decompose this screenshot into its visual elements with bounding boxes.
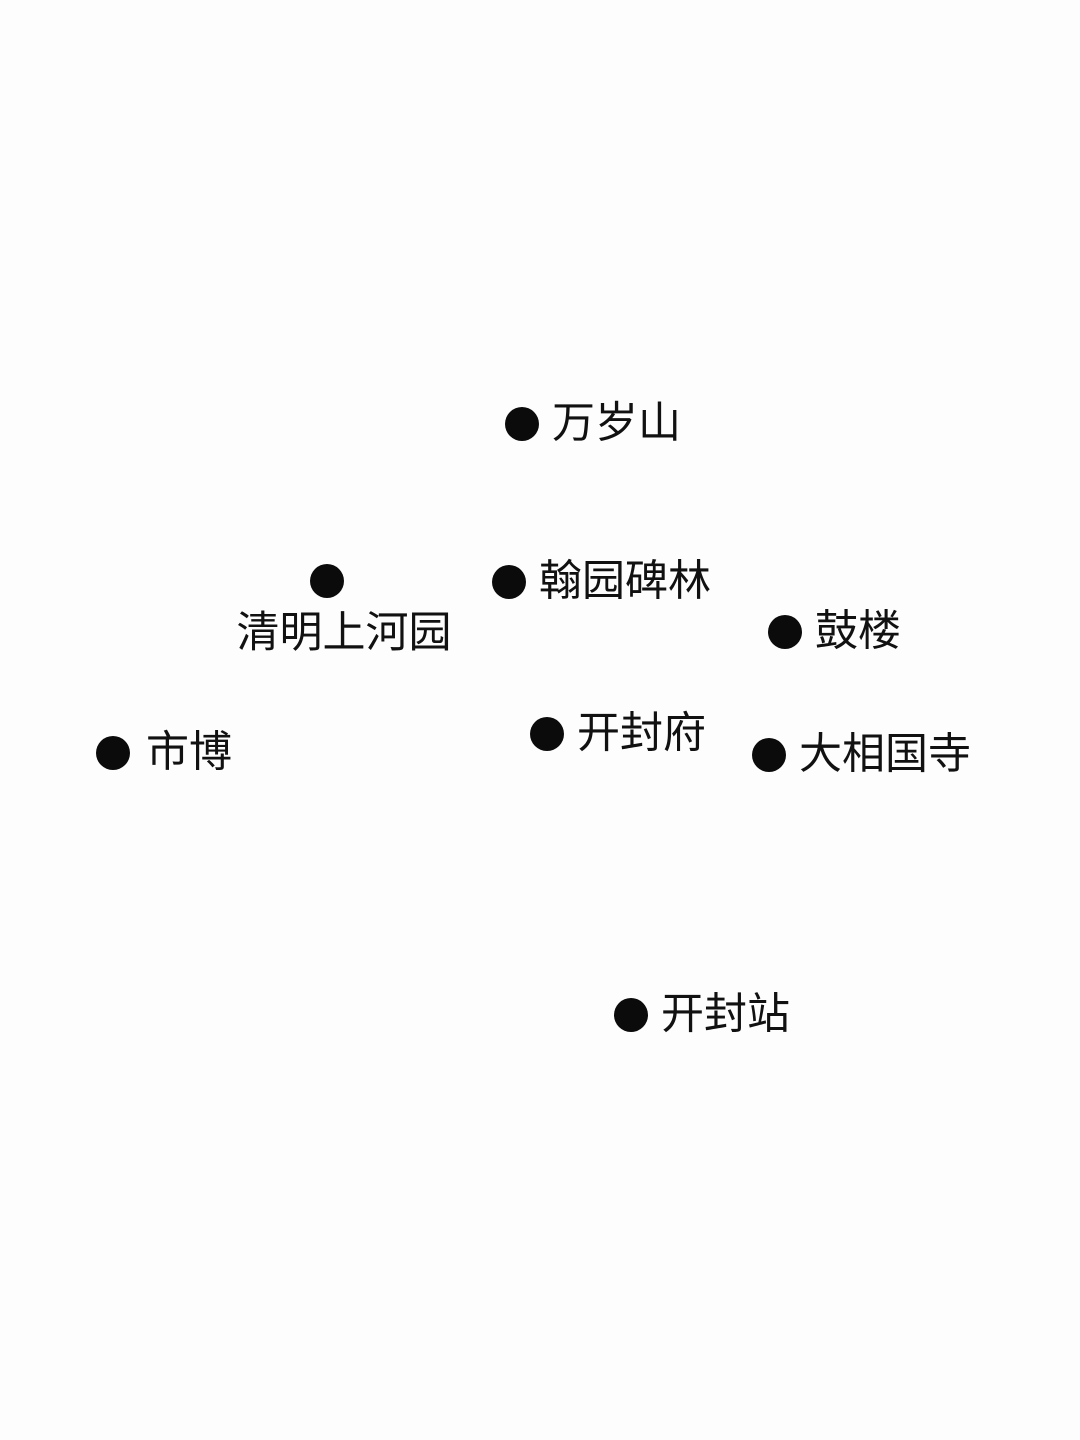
location-label: 清明上河园 — [236, 609, 452, 657]
location-dot-icon — [768, 615, 802, 649]
location-label: 市博 — [146, 728, 232, 777]
location-label: 翰园碑林 — [539, 557, 711, 606]
location-dot-icon — [752, 738, 786, 772]
location-label: 鼓楼 — [815, 607, 901, 656]
location-label: 开封站 — [661, 990, 790, 1039]
location-dot-icon — [96, 736, 130, 770]
location-label: 开封府 — [577, 709, 706, 758]
location-dot-icon — [492, 565, 526, 599]
location-dot-icon — [614, 998, 648, 1032]
location-dot-icon — [530, 717, 564, 751]
location-label: 大相国寺 — [799, 730, 971, 779]
location-dot-icon — [505, 407, 539, 441]
location-dot-icon — [310, 564, 344, 598]
location-label: 万岁山 — [552, 399, 681, 448]
